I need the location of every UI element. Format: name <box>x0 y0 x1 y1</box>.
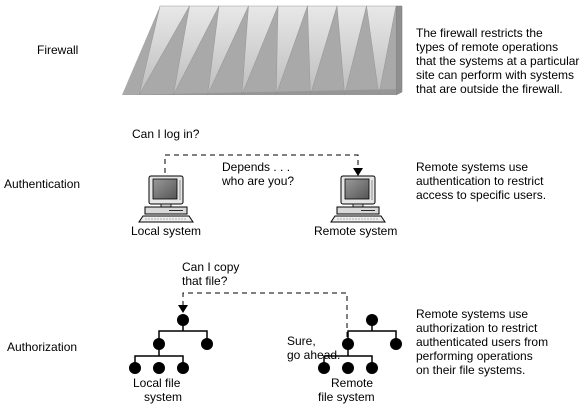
description-authorization: Remote systems use authorization to rest… <box>416 307 548 377</box>
remote-system-computer-icon <box>330 175 386 223</box>
remote-file-system-caption: Remote file system <box>318 376 375 404</box>
authorization-answer: Sure, go ahead. <box>287 334 340 362</box>
firewall-wall-icon <box>122 5 403 96</box>
svg-text:types of remote operations: types of remote operations <box>416 40 558 54</box>
svg-text:performing operations: performing operations <box>416 349 533 363</box>
svg-text:authentication to restrict: authentication to restrict <box>416 174 544 188</box>
local-system-caption: Local system <box>131 224 201 238</box>
svg-text:go ahead.: go ahead. <box>287 348 340 362</box>
svg-text:Remote systems use: Remote systems use <box>416 160 528 174</box>
svg-text:The firewall restricts the: The firewall restricts the <box>416 26 543 40</box>
svg-text:system: system <box>144 390 182 404</box>
svg-text:that the systems at a particul: that the systems at a particular <box>416 54 579 68</box>
authentication-request-arrow <box>164 154 363 176</box>
svg-text:site can perform with systems: site can perform with systems <box>416 68 574 82</box>
svg-text:on their file systems.: on their file systems. <box>416 363 525 377</box>
svg-text:Remote systems use: Remote systems use <box>416 307 528 321</box>
svg-text:that file?: that file? <box>182 274 228 288</box>
firewall-spike <box>307 5 338 96</box>
svg-text:Remote: Remote <box>331 376 373 390</box>
firewall-spike <box>173 5 220 96</box>
svg-text:authorization to restrict: authorization to restrict <box>416 321 538 335</box>
row-label-authorization: Authorization <box>7 340 77 354</box>
svg-text:file system: file system <box>318 390 375 404</box>
svg-text:who are you?: who are you? <box>221 174 294 188</box>
svg-text:authenticated users from: authenticated users from <box>416 335 548 349</box>
description-firewall: The firewall restricts the types of remo… <box>416 26 579 96</box>
svg-text:that are outside the firewall.: that are outside the firewall. <box>416 82 563 96</box>
row-label-authentication: Authentication <box>4 177 80 191</box>
authorization-question: Can I copy that file? <box>182 260 239 288</box>
authentication-question: Can I log in? <box>132 127 200 141</box>
svg-text:Depends . . .: Depends . . . <box>222 160 290 174</box>
local-file-system-caption: Local file system <box>133 376 182 404</box>
svg-text:Can I copy: Can I copy <box>182 260 239 274</box>
firewall-spike <box>366 5 397 96</box>
remote-file-tree-icon <box>318 314 402 374</box>
local-file-tree-icon <box>129 314 213 374</box>
authorization-request-arrow <box>178 292 348 337</box>
remote-system-caption: Remote system <box>314 224 397 238</box>
firewall-spike <box>275 5 308 96</box>
firewall-spike <box>241 5 279 96</box>
firewall-spike <box>207 5 249 96</box>
svg-text:Sure,: Sure, <box>287 334 316 348</box>
firewall-spike <box>138 5 191 96</box>
svg-text:access to specific users.: access to specific users. <box>416 188 546 202</box>
firewall-spike <box>336 5 367 96</box>
authentication-answer: Depends . . . who are you? <box>221 160 294 188</box>
svg-text:Local file: Local file <box>133 376 181 390</box>
row-label-firewall: Firewall <box>37 43 78 57</box>
description-authentication: Remote systems use authentication to res… <box>416 160 546 202</box>
local-system-computer-icon <box>138 175 194 223</box>
